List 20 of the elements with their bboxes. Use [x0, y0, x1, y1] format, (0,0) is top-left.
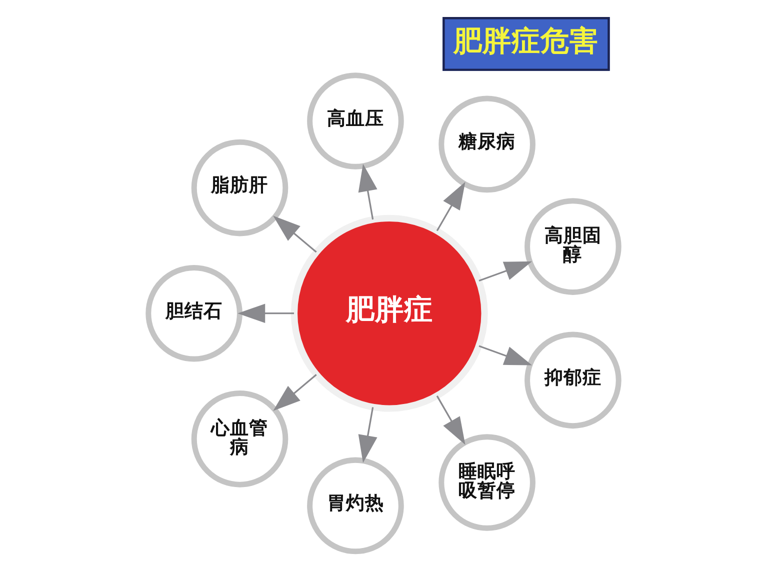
arrow [272, 374, 316, 411]
arrow [358, 407, 377, 463]
arrow [478, 261, 532, 282]
arrow [436, 182, 465, 232]
arrow [237, 304, 294, 323]
node-circle: 脂肪肝 [190, 139, 288, 236]
arrow [272, 216, 316, 253]
node-circle: 胆结石 [145, 264, 242, 362]
node-circle: 高血压 [306, 72, 404, 170]
node-circle: 睡眠呼吸暂停 [438, 434, 535, 531]
node-circle: 抑郁症 [524, 332, 621, 429]
node-circle: 胃灼热 [306, 457, 404, 554]
node-circle: 糖尿病 [438, 96, 535, 193]
node-circle: 肥胖症 [290, 214, 488, 412]
diagram-title: 肥胖症危害 [453, 23, 598, 58]
node-circle: 高胆固醇 [524, 198, 621, 295]
arrow [436, 396, 465, 445]
arrow [478, 345, 532, 366]
arrow [358, 164, 377, 220]
node-circle: 心血管病 [190, 390, 288, 488]
